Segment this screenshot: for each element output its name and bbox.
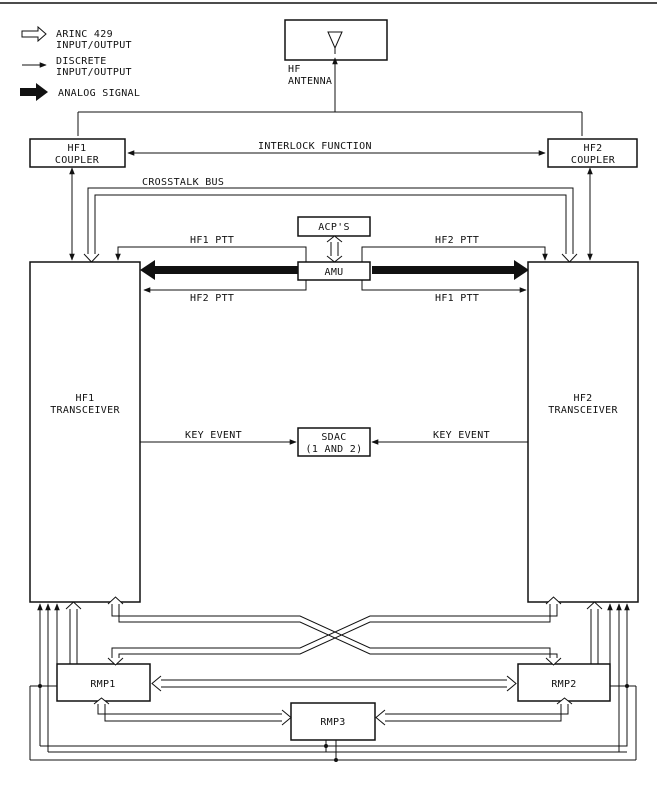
legend: ARINC 429 INPUT/OUTPUT DISCRETE INPUT/OU… [20,25,140,101]
arinc-arrow-icon [21,25,47,43]
legend-discrete-line1: DISCRETE [56,56,107,67]
antenna-group: HF ANTENNA [77,19,583,136]
hf2-ptt-bottom-label: HF2 PTT [190,293,234,304]
rmp3-label: RMP3 [320,717,345,728]
hf1-transceiver: HF1 TRANSCEIVER [29,261,141,603]
sdac-box [297,427,371,457]
amu-label: AMU [325,267,344,278]
hf1-transceiver-line1: HF1 [76,393,95,404]
key-event-right-label: KEY EVENT [433,430,490,441]
rmp1-hf1-links [37,601,82,752]
analog-arrow-icon [20,83,48,101]
crosstalk-label: CROSSTALK BUS [142,177,224,188]
acps-amu-link [326,235,343,263]
hf2-coupler: HF2 COUPLER [547,138,638,168]
rmp3-box [290,702,376,741]
rmp1-box [56,663,151,702]
rmp3-bottom-loops [29,685,637,762]
legend-analog: ANALOG SIGNAL [58,88,140,99]
hf1-coupler-line1: HF1 [68,143,87,154]
hf2-ptt-top-label: HF2 PTT [435,235,479,246]
legend-discrete-line2: INPUT/OUTPUT [56,67,132,78]
sdac-line2: (1 AND 2) [306,444,363,455]
rmp1-label: RMP1 [90,679,115,690]
hf1-ptt-top-label: HF1 PTT [190,235,234,246]
rmp2-hf2-links [586,601,630,752]
acps-label: ACP'S [318,222,350,233]
antenna-icon [327,31,343,50]
hf1-coupler: HF1 COUPLER [29,138,126,168]
analog-signal-left [140,260,298,280]
crosstalk-bus [83,187,578,263]
rmp1-rmp2-link [151,675,517,692]
legend-arinc-line2: INPUT/OUTPUT [56,40,132,51]
hf-antenna-label-1: HF [288,64,301,75]
hf-antenna-label-2: ANTENNA [288,76,332,87]
hf2-transceiver: HF2 TRANSCEIVER [527,261,639,603]
sdac-line1: SDAC [321,432,346,443]
analog-signal-right [372,260,529,280]
hf2-coupler-line1: HF2 [584,143,603,154]
antenna-box [284,19,388,61]
hf1-coupler-line2: COUPLER [55,155,100,166]
interlock-label: INTERLOCK FUNCTION [258,141,372,152]
key-event-left-label: KEY EVENT [185,430,242,441]
hf2-transceiver-line1: HF2 [574,393,593,404]
legend-arinc-line1: ARINC 429 [56,29,113,40]
hf1-transceiver-line2: TRANSCEIVER [50,405,120,416]
rmp2-label: RMP2 [551,679,576,690]
hf1-ptt-bottom-label: HF1 PTT [435,293,479,304]
rmp2-box [517,663,611,702]
hf2-transceiver-line2: TRANSCEIVER [548,405,618,416]
hf2-coupler-line2: COUPLER [571,155,616,166]
rmp-rmp3-links [93,697,573,726]
crossing-bus [107,596,562,666]
